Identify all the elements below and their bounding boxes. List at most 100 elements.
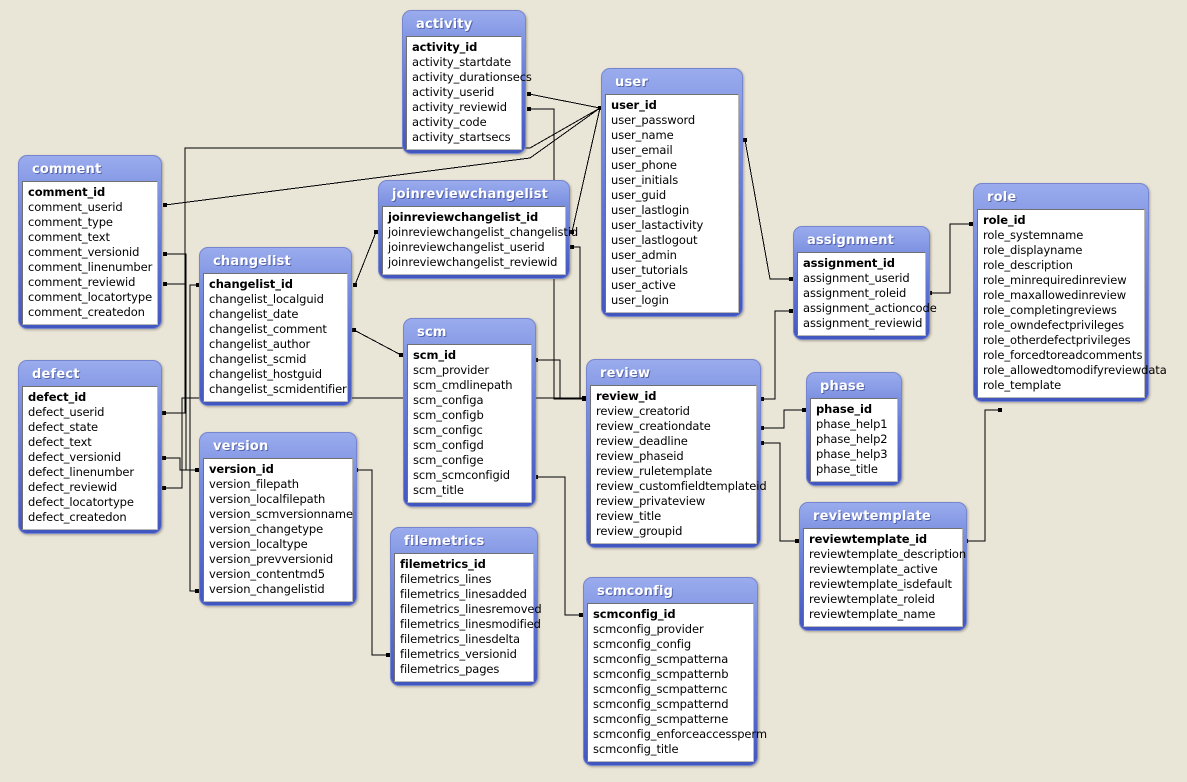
relationship-endpoint [527, 107, 531, 111]
field: version_contentmd5 [209, 567, 325, 581]
field: phase_help1 [816, 417, 888, 431]
relationship-line [536, 476, 581, 616]
field: review_deadline [596, 434, 688, 448]
field: review_creatorid [596, 404, 690, 418]
field: comment_text [28, 230, 110, 244]
field-pk: assignment_id [803, 256, 895, 270]
field: activity_code [412, 115, 487, 129]
entity-title-review: review [600, 366, 651, 381]
field: user_email [611, 143, 673, 157]
field: activity_userid [412, 85, 495, 99]
field: activity_startsecs [412, 130, 511, 144]
field: user_phone [611, 158, 677, 172]
field: reviewtemplate_description [809, 547, 967, 561]
field: scm_configd [413, 438, 484, 452]
field: comment_type [28, 215, 113, 229]
relationship-endpoint [163, 282, 167, 286]
field: filemetrics_lines [400, 572, 492, 586]
entity-title-changelist: changelist [213, 254, 291, 269]
relationship-line [354, 231, 377, 286]
field: role_otherdefectprivileges [983, 333, 1131, 347]
field: changelist_scmidentifier [209, 382, 347, 396]
field: scmconfig_scmpatterne [593, 712, 729, 726]
field: filemetrics_linesmodified [400, 617, 541, 631]
field-pk: filemetrics_id [400, 557, 486, 571]
field: user_lastactivity [611, 218, 704, 232]
field: scm_configb [413, 408, 484, 422]
field: role_maxallowedinreview [983, 288, 1127, 302]
field: comment_linenumber [28, 260, 153, 274]
field: changelist_localguid [209, 292, 324, 306]
field: activity_durationsecs [412, 70, 532, 84]
field-pk: reviewtemplate_id [809, 532, 928, 546]
relationship-line [572, 246, 584, 400]
field-pk: defect_id [28, 390, 87, 404]
entity-title-version: version [213, 439, 269, 454]
field: phase_help3 [816, 447, 888, 461]
field: version_scmversionname [209, 507, 353, 521]
field: role_displayname [983, 243, 1083, 257]
field-pk: phase_id [816, 402, 872, 416]
field: phase_help2 [816, 432, 888, 446]
field: user_tutorials [611, 263, 688, 277]
field-pk: role_id [983, 213, 1026, 227]
field: scm_provider [413, 363, 489, 377]
field: version_changetype [209, 522, 324, 536]
field: defect_locatortype [28, 495, 134, 509]
field: scmconfig_scmpatterna [593, 652, 729, 666]
relationship-endpoint [998, 408, 1002, 412]
relationship-line [762, 442, 797, 542]
field-pk: scm_id [413, 348, 456, 362]
field: role_allowedtomodifyreviewdata [983, 363, 1167, 377]
field: scm_confige [413, 453, 484, 467]
relationship-endpoint [352, 328, 356, 332]
field: review_privateview [596, 494, 706, 508]
field: defect_state [28, 420, 99, 434]
relationship-line [571, 107, 601, 233]
field: version_localtype [209, 537, 308, 551]
field: joinreviewchangelist_changelistid [388, 225, 579, 239]
relationship-line [762, 409, 804, 429]
relationship-endpoint [162, 411, 166, 415]
field: user_lastlogin [611, 203, 690, 217]
field: assignment_roleid [803, 286, 907, 300]
entity-title-user: user [615, 75, 649, 90]
field: role_minrequiredinreview [983, 273, 1127, 287]
field: role_completingreviews [983, 303, 1117, 317]
relationship-endpoint [353, 283, 357, 287]
field: scmconfig_config [593, 637, 692, 651]
field: scm_scmconfigid [413, 468, 510, 482]
field: scmconfig_scmpatternd [593, 697, 729, 711]
field: user_guid [611, 188, 667, 202]
field: user_active [611, 278, 676, 292]
field: defect_text [28, 435, 92, 449]
field: review_ruletemplate [596, 464, 713, 478]
field: filemetrics_pages [400, 662, 500, 676]
field: review_title [596, 509, 662, 523]
field: version_prevversionid [209, 552, 334, 566]
field: phase_title [816, 462, 878, 476]
field: review_groupid [596, 524, 683, 538]
